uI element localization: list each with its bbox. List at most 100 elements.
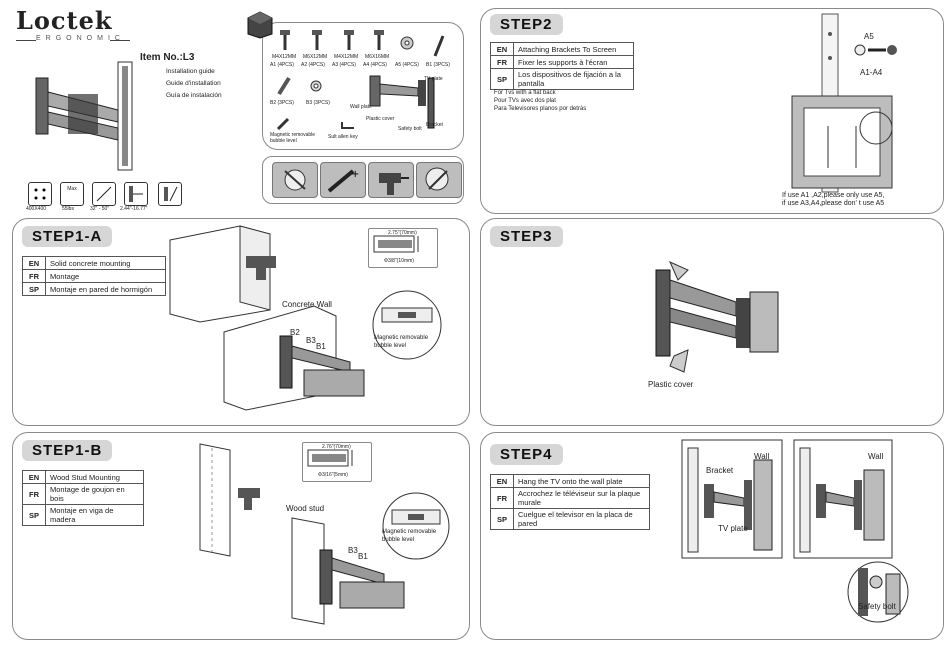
step4-title: STEP4 <box>490 444 563 465</box>
step1b-title: STEP1-B <box>22 440 113 461</box>
step4-hang-tv-view <box>681 439 783 559</box>
spec-extension: 2.44"-16.77" <box>120 206 148 212</box>
spec-screen: 32" - 50" <box>90 206 110 212</box>
concrete-wall-label: Concrete Wall <box>282 300 332 309</box>
step1b-depth: 2.76"(70mm) <box>322 444 351 450</box>
step1a-depth: 2.75"(70mm) <box>388 230 417 236</box>
step1b-mounted-bracket <box>291 517 405 625</box>
screw-a4-code: A4 (4PCS) <box>363 62 387 68</box>
flat-back-note-fr: Pour TVs avec dos plat <box>494 98 556 104</box>
cover-mount-illustration <box>35 61 133 171</box>
item-number: Item No.:L3 <box>140 52 195 63</box>
brand-divider <box>110 40 130 41</box>
tilt-icon <box>158 182 182 206</box>
screw-a3-size: M4X12MM <box>334 54 359 60</box>
step4-wall-label-2: Wall <box>868 452 884 461</box>
lang-code: FR <box>490 487 514 509</box>
lang-text: Montage de goujon en bois <box>45 483 144 505</box>
lang-text: Accrochez le téléviseur sur la plaque mu… <box>513 487 650 509</box>
lang-text: Fixer les supports à l'écran <box>513 55 634 69</box>
screw-a1-size: M4X12MM <box>272 54 297 60</box>
lang-text: Montaje en pared de hormigón <box>45 282 166 296</box>
lang-code: EN <box>22 470 46 484</box>
brand-logo: Loctek ERGONOMIC <box>16 6 125 42</box>
max-load-icon: Max <box>60 182 84 206</box>
bracket-label: Bracket <box>426 122 443 128</box>
step1a-hole-diagram <box>373 235 419 253</box>
step2-footnote-1: If use A1 ,A2,please only use A5, <box>782 192 885 199</box>
screw-icon <box>374 30 384 50</box>
lang-text: Los dispositivos de fijación a la pantal… <box>513 68 634 90</box>
svg-text:+: + <box>351 169 359 180</box>
screwdriver-tool-icon: + <box>320 162 366 198</box>
screen-size-icon <box>92 182 116 206</box>
step1b-hole-diagram <box>307 449 353 467</box>
step2-title: STEP2 <box>490 14 563 35</box>
lang-text: Cuelgue el televisor en la placa de pare… <box>513 508 650 530</box>
b1-label: B1 <box>316 342 326 351</box>
screw-icon <box>312 30 322 50</box>
vesa-icon <box>28 182 52 206</box>
allen-key-label: Sult allen key <box>328 134 358 140</box>
guide-fr: Guide d'installation <box>166 80 221 87</box>
step3-mount-cover <box>655 261 779 373</box>
lang-code: FR <box>22 269 46 283</box>
flat-back-note-en: For Tvs with a flat back <box>494 90 556 96</box>
screw-icon <box>280 30 290 50</box>
step1a-level-label: Magnetic removable bubble level <box>374 335 429 349</box>
spec-load: 55lbs <box>62 206 74 212</box>
level-icon <box>276 117 290 131</box>
b2-code: B2 (3PCS) <box>270 100 294 106</box>
step1b-b3-label: B3 <box>348 546 358 555</box>
b3-label: B3 <box>306 336 316 345</box>
lang-text: Attaching Brackets To Screen <box>513 42 634 56</box>
lang-text: Montaje en viga de madera <box>45 504 144 526</box>
lang-code: EN <box>490 42 514 56</box>
lang-code: SP <box>22 282 46 296</box>
step1a-drill: Φ3/8"(10mm) <box>384 258 414 264</box>
step1a-title: STEP1-A <box>22 226 113 247</box>
guide-sp: Guía de instalación <box>166 92 222 99</box>
brand-divider <box>16 40 36 41</box>
screw-a2-code: A2 (4PCS) <box>301 62 325 68</box>
tv-plate-label: TV plate <box>424 76 443 82</box>
step2-zoom-circle <box>859 111 893 145</box>
b3-washer-icon <box>310 80 322 92</box>
brand-name: Loctek <box>16 6 113 35</box>
step1b-b1-label: B1 <box>358 552 368 561</box>
screw-a2-size: M6X12MM <box>303 54 328 60</box>
lag-bolt-icon <box>433 35 445 57</box>
step2-tv-back <box>791 95 893 189</box>
step4-safety-bolt-label: Safety bolt <box>858 602 896 611</box>
lang-code: SP <box>22 504 46 526</box>
a1a4-callout: A1-A4 <box>860 68 883 77</box>
guide-en: Installation guide <box>166 68 215 75</box>
step1b-level-label: Magnetic removable bubble level <box>382 529 437 543</box>
step3-title: STEP3 <box>490 226 563 247</box>
step1a-level-zoom <box>372 290 442 360</box>
step1b-level-zoom <box>382 492 450 560</box>
b2-label: B2 <box>290 328 300 337</box>
safety-bolt-label: Safety bolt <box>398 126 422 132</box>
lang-code: SP <box>490 68 514 90</box>
step3-plastic-cover-label: Plastic cover <box>648 380 694 389</box>
lang-code: SP <box>490 508 514 530</box>
b2-anchor-icon <box>277 76 291 96</box>
step4-wall-label-1: Wall <box>754 452 770 461</box>
plastic-cover-label: Plastic cover <box>366 116 395 122</box>
bolt-code: B1 (3PCS) <box>426 62 450 68</box>
b3-code: B3 (3PCS) <box>306 100 330 106</box>
step2-footnote-2: if use A3,A4,please don' t use A5 <box>782 200 885 207</box>
lang-code: FR <box>22 483 46 505</box>
wall-plate-label: Wall plate <box>350 104 372 110</box>
package-box-icon <box>247 11 273 39</box>
max-label: Max <box>67 186 77 192</box>
screw-a3-code: A3 (4PCS) <box>332 62 356 68</box>
extension-icon <box>124 182 148 206</box>
flat-back-note-sp: Para Televisores planos por detrás <box>494 106 587 112</box>
step1b-stud-drilling <box>199 443 260 557</box>
step1a-wall-drilling <box>169 225 276 323</box>
lang-code: FR <box>490 55 514 69</box>
